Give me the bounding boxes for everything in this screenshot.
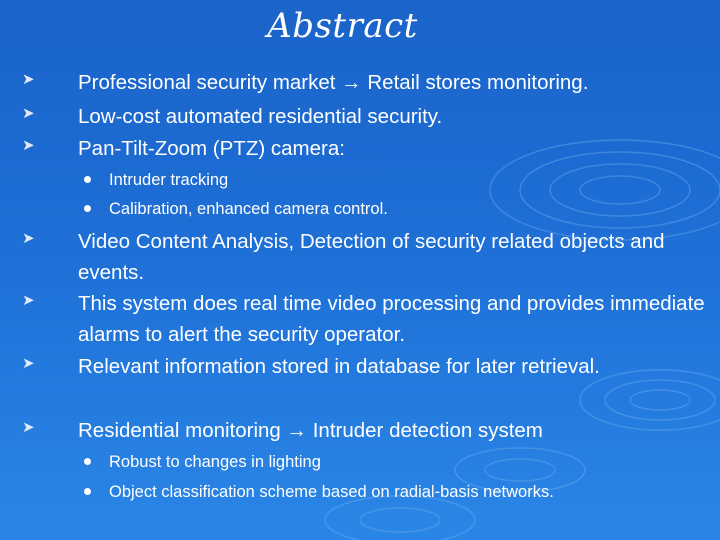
arrowhead-bullet-icon: ➤ <box>22 355 35 372</box>
slide-title: Abstract <box>267 6 418 46</box>
bullet-text: This system does real time video process… <box>78 292 705 346</box>
arrowhead-bullet-icon: ➤ <box>22 105 35 122</box>
arrowhead-bullet-icon: ➤ <box>22 71 35 88</box>
bullet-text: Relevant information stored in database … <box>78 355 600 378</box>
arrowhead-bullet-icon: ➤ <box>22 230 35 247</box>
arrowhead-bullet-icon: ➤ <box>22 137 35 154</box>
arrowhead-bullet-icon: ➤ <box>22 419 35 436</box>
dot-bullet-icon <box>84 458 91 465</box>
dot-bullet-icon <box>84 488 91 495</box>
bullet-text: Calibration, enhanced camera control. <box>109 200 388 218</box>
dot-bullet-icon <box>84 176 91 183</box>
arrowhead-bullet-icon: ➤ <box>22 292 35 309</box>
bullet-text: Pan-Tilt-Zoom (PTZ) camera: <box>78 137 345 160</box>
bullet-text: Professional security market → Retail st… <box>78 71 589 94</box>
bullet-text: Object classification scheme based on ra… <box>109 483 554 501</box>
bullet-text: Residential monitoring → Intruder detect… <box>78 419 543 442</box>
bullet-text: Video Content Analysis, Detection of sec… <box>78 230 665 284</box>
bullet-text: Intruder tracking <box>109 171 229 189</box>
bullet-text: Robust to changes in lighting <box>109 453 321 471</box>
dot-bullet-icon <box>84 205 91 212</box>
bullet-text: Low-cost automated residential security. <box>78 105 443 128</box>
